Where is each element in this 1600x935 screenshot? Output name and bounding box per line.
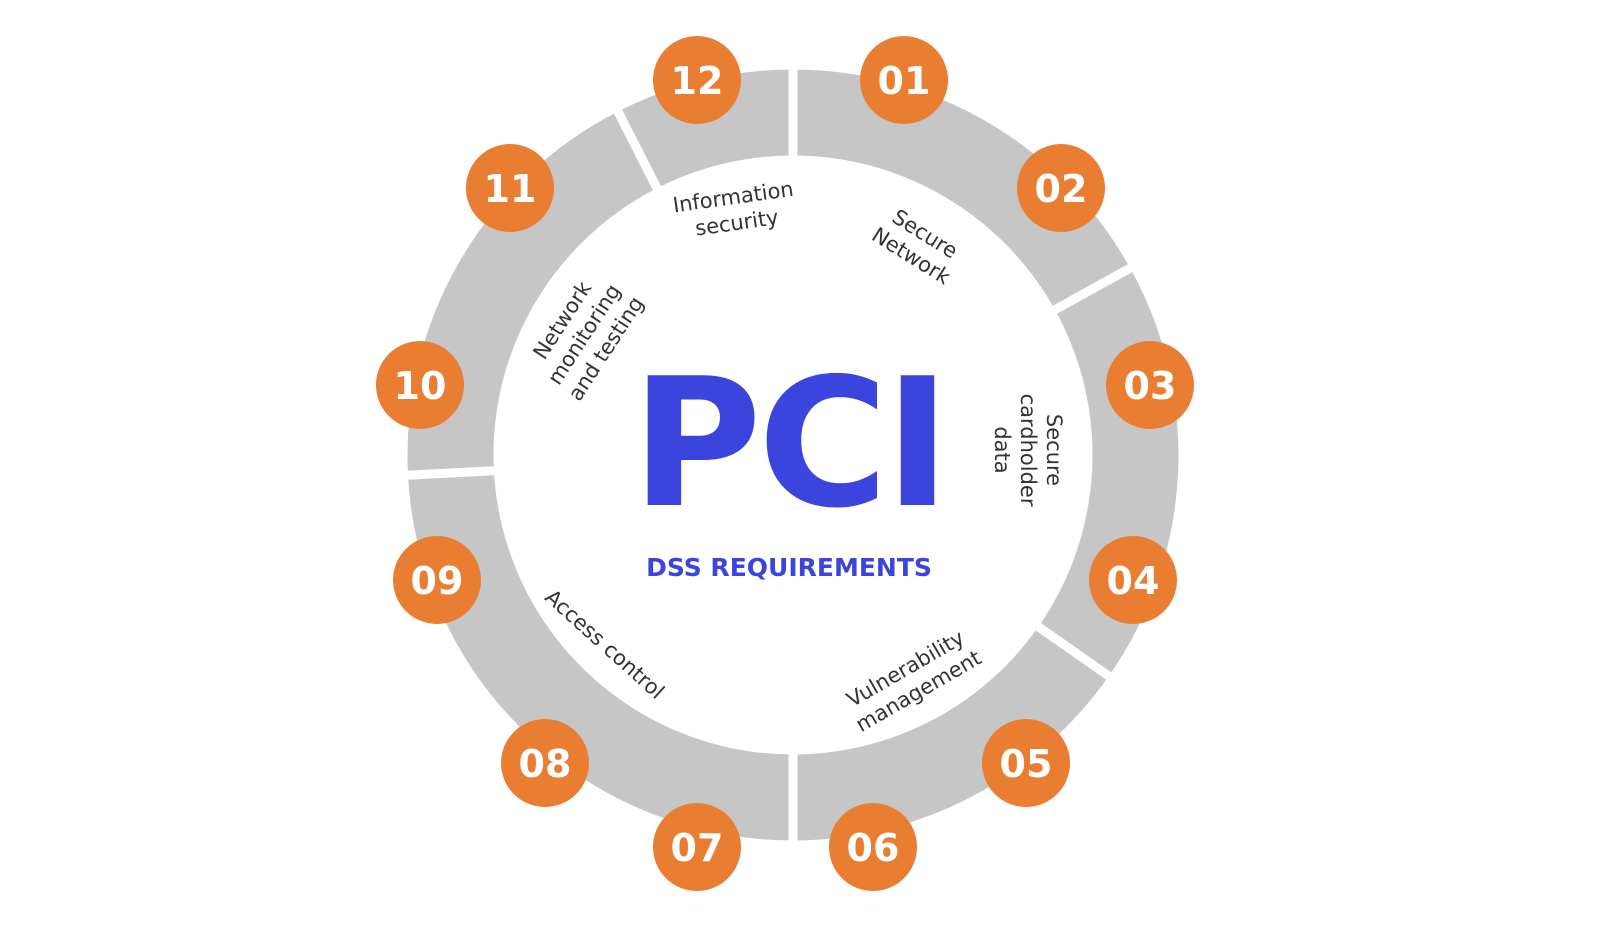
label-line: Secure [1042, 414, 1066, 486]
requirement-badge-09: 09 [393, 536, 481, 624]
requirement-badge-12: 12 [653, 36, 741, 124]
badge-number: 10 [394, 364, 447, 408]
badge-number: 09 [411, 559, 464, 603]
badge-circle [393, 536, 481, 624]
badge-circle [466, 144, 554, 232]
requirement-badge-03: 03 [1106, 341, 1194, 429]
label-line: data [990, 426, 1014, 473]
badge-circle [653, 803, 741, 891]
badge-circle [501, 719, 589, 807]
badge-circle [1017, 144, 1105, 232]
requirement-badge-08: 08 [501, 719, 589, 807]
requirement-badge-01: 01 [860, 36, 948, 124]
dss-subtitle: DSS REQUIREMENTS [646, 553, 932, 582]
badge-circle [376, 341, 464, 429]
badge-number: 06 [847, 826, 900, 870]
segment-label-secure-network: Secure Network [868, 205, 962, 290]
requirement-badge-05: 05 [982, 719, 1070, 807]
badge-number: 03 [1124, 364, 1177, 408]
badge-number: 04 [1107, 559, 1160, 603]
requirement-badges: 01 02 03 04 05 06 07 08 09 10 11 12 [376, 36, 1194, 891]
badge-circle [860, 36, 948, 124]
requirement-badge-06: 06 [829, 803, 917, 891]
requirement-ring [398, 60, 1188, 850]
badge-circle [829, 803, 917, 891]
badge-circle [982, 719, 1070, 807]
requirement-badge-11: 11 [466, 144, 554, 232]
requirement-badge-07: 07 [653, 803, 741, 891]
badge-circle [653, 36, 741, 124]
badge-number: 02 [1035, 167, 1088, 211]
badge-number: 01 [878, 59, 931, 103]
badge-number: 11 [484, 167, 537, 211]
segment-label-secure-cardholder-data: Secure cardholder data [990, 394, 1066, 507]
segment-label-information-security: Information security [671, 177, 795, 241]
requirement-badge-02: 02 [1017, 144, 1105, 232]
badge-number: 05 [1000, 742, 1053, 786]
badge-circle [1089, 536, 1177, 624]
requirement-badge-04: 04 [1089, 536, 1177, 624]
badge-circle [1106, 341, 1194, 429]
label-line: cardholder [1016, 394, 1040, 507]
badge-number: 08 [519, 742, 572, 786]
badge-number: 07 [671, 826, 724, 870]
pci-title: PCI [631, 340, 946, 547]
requirement-badge-10: 10 [376, 341, 464, 429]
badge-number: 12 [671, 59, 724, 103]
